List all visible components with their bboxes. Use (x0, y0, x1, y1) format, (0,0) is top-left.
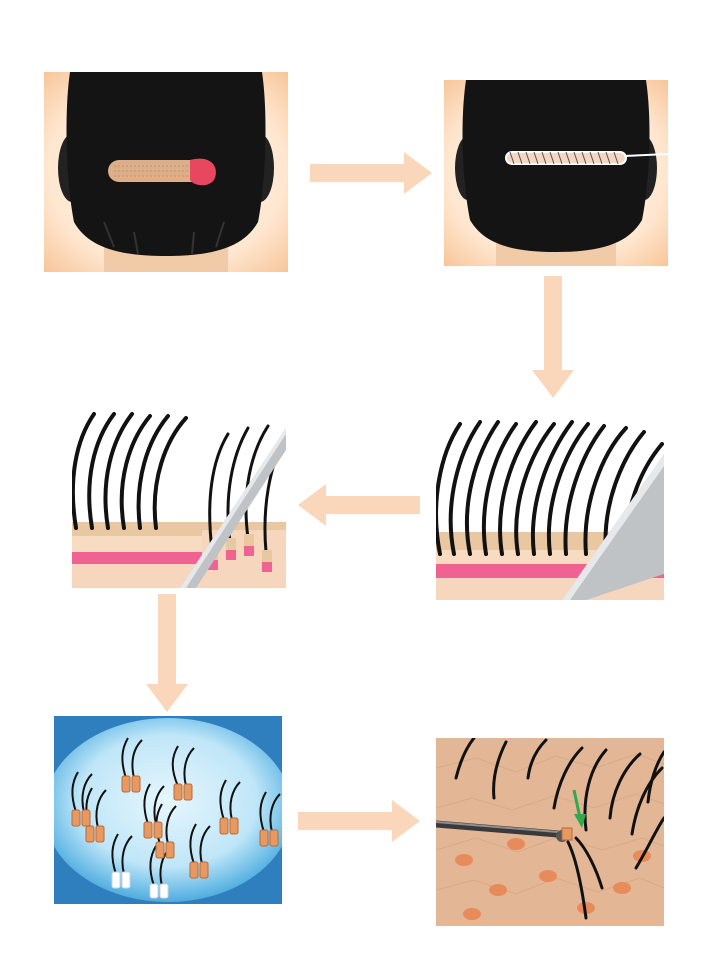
arrow-down-1 (532, 276, 574, 398)
panel-wound-suture (444, 80, 668, 266)
arrow-right-1 (310, 152, 432, 194)
implanted-hairs (454, 738, 664, 920)
implanter-tool (436, 820, 559, 838)
strip-harvest-illustration (44, 72, 288, 272)
panel-grafts-in-dish (54, 716, 282, 904)
strip-flap (190, 158, 216, 186)
panel-strip-skin-layers (436, 414, 664, 600)
grafts-in-dish-illustration (54, 716, 282, 904)
arrow-left-1 (298, 484, 420, 526)
suture-thread (623, 153, 668, 157)
dermis-layer (72, 552, 202, 564)
strip-skin-layers-illustration (436, 414, 664, 600)
petri-dish (54, 718, 282, 902)
panel-graft-implantation (436, 738, 664, 926)
hair-strands (436, 420, 664, 556)
head-hair (462, 80, 650, 252)
graft-implantation-illustration (436, 738, 664, 926)
recipient-sites (455, 838, 651, 920)
hair-strands (72, 412, 188, 530)
panel-strip-harvest (44, 72, 288, 272)
follicular-units (71, 737, 281, 887)
wound-suture-illustration (444, 80, 668, 266)
panel-slivering (72, 410, 286, 588)
guide-arrow (572, 789, 586, 828)
arrow-down-2 (146, 594, 188, 712)
arrow-right-2 (298, 800, 420, 842)
slivering-illustration (72, 410, 286, 588)
